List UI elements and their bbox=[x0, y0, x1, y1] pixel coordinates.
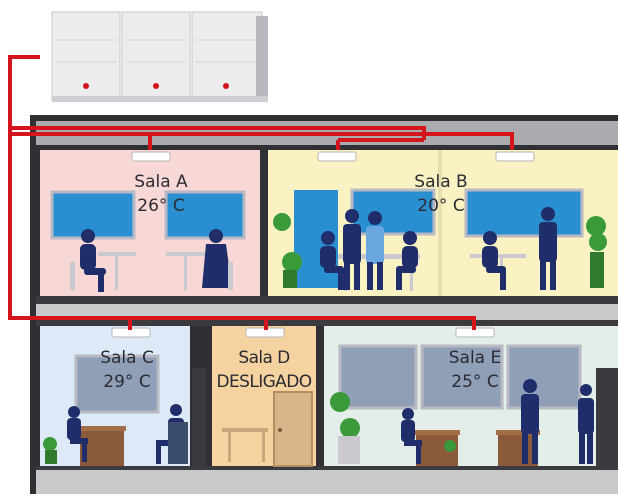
plant-icon bbox=[273, 213, 302, 288]
person-icon bbox=[539, 207, 557, 290]
plant-icon bbox=[586, 216, 607, 288]
person-icon bbox=[80, 229, 106, 292]
desk-icon bbox=[80, 430, 124, 466]
indoor-unit-icon bbox=[495, 151, 535, 162]
plant-icon bbox=[43, 437, 57, 464]
person-icon bbox=[343, 209, 361, 290]
room-e-window-1 bbox=[338, 344, 418, 410]
person-icon bbox=[396, 231, 418, 290]
person-icon bbox=[578, 384, 594, 464]
room-a-name: Sala A bbox=[134, 172, 188, 192]
room-b-window-1 bbox=[350, 188, 436, 236]
room-a-temperature: 26° C bbox=[137, 196, 185, 216]
plant-icon bbox=[444, 440, 456, 452]
refrigerant-pipes bbox=[8, 55, 514, 330]
room-e-name: Sala E bbox=[448, 348, 502, 368]
room-a-window-1 bbox=[50, 190, 136, 240]
person-icon bbox=[320, 231, 344, 290]
room-c-label: Sala C 29° C bbox=[62, 346, 192, 394]
room-b-temperature: 20° C bbox=[417, 196, 465, 216]
room-e-window-3 bbox=[506, 344, 582, 410]
indoor-unit-icon bbox=[317, 151, 357, 162]
room-c-window bbox=[74, 354, 160, 414]
room-e-temperature: 25° C bbox=[451, 372, 499, 392]
room-b-window-2 bbox=[464, 188, 584, 238]
indoor-unit-icon bbox=[131, 151, 171, 162]
person-icon bbox=[202, 229, 232, 288]
person-icon bbox=[366, 211, 384, 290]
condenser-unit-icon bbox=[51, 11, 268, 102]
room-d-label: Sala D DESLIGADO bbox=[206, 346, 322, 394]
desk-icon bbox=[498, 434, 538, 466]
room-d-name: Sala D bbox=[238, 348, 290, 368]
person-icon bbox=[482, 231, 506, 290]
room-a-window-2 bbox=[164, 190, 246, 240]
ground-slab bbox=[36, 466, 618, 494]
room-c-name: Sala C bbox=[100, 348, 154, 368]
room-b bbox=[268, 150, 618, 296]
person-icon bbox=[67, 406, 88, 462]
room-e bbox=[324, 326, 618, 466]
room-b-name: Sala B bbox=[414, 172, 468, 192]
room-c bbox=[40, 326, 206, 466]
person-icon bbox=[521, 379, 539, 464]
room-d bbox=[212, 326, 316, 467]
room-d-status: DESLIGADO bbox=[216, 372, 313, 392]
floor-edge bbox=[36, 296, 618, 304]
plant-icon bbox=[330, 392, 360, 464]
room-e-label: Sala E 25° C bbox=[410, 346, 540, 394]
room-b-label: Sala B 20° C bbox=[376, 170, 506, 218]
room-e-window-2 bbox=[420, 344, 504, 410]
room-a bbox=[40, 150, 260, 296]
person-icon bbox=[401, 408, 422, 464]
room-a-label: Sala A 26° C bbox=[96, 170, 226, 218]
room-c-temperature: 29° C bbox=[103, 372, 151, 392]
